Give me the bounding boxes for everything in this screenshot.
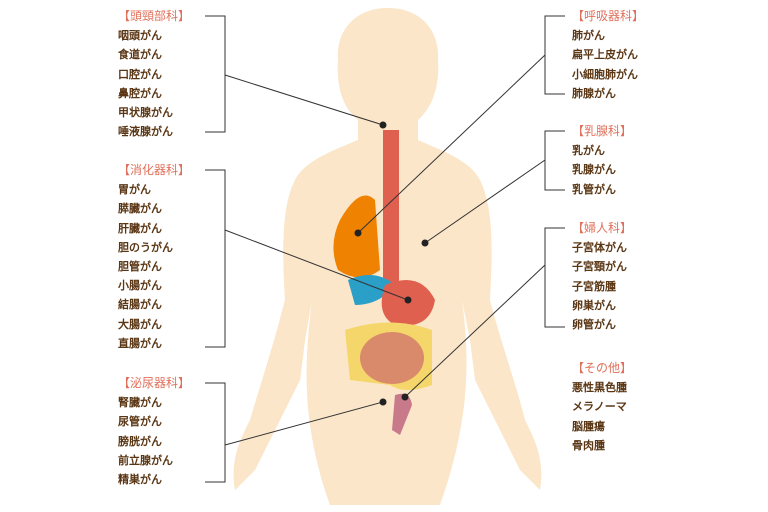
cancer-type: 膀胱がん xyxy=(118,434,162,448)
cancer-type: 小細胞肺がん xyxy=(572,67,638,81)
department-heading: 【頭頸部科】 xyxy=(118,9,191,23)
cancer-type: 卵巣がん xyxy=(572,298,616,312)
department-heading: 【消化器科】 xyxy=(118,163,191,177)
cancer-type: 悪性黒色腫 xyxy=(572,381,627,395)
department-heading: 【その他】 xyxy=(572,361,633,375)
cancer-type: 尿管がん xyxy=(118,415,162,429)
cancer-type: 食道がん xyxy=(118,48,162,62)
esophagus xyxy=(383,130,399,290)
department-group: 【婦人科】子宮体がん子宮頸がん子宮筋腫卵巣がん卵管がん xyxy=(572,219,632,334)
cancer-type: 結腸がん xyxy=(118,298,162,312)
cancer-type: 骨肉腫 xyxy=(572,438,605,452)
cancer-type: 前立腺がん xyxy=(118,453,173,467)
department-group: 【その他】悪性黒色腫メラノーマ脳腫瘍骨肉腫 xyxy=(572,359,632,455)
department-group: 【消化器科】胃がん膵臓がん肝臓がん胆のうがん胆管がん小腸がん結腸がん大腸がん直腸… xyxy=(118,161,190,353)
cancer-type: 鼻腔がん xyxy=(118,86,162,100)
cancer-type: 肺腺がん xyxy=(572,86,616,100)
cancer-type: 唾液腺がん xyxy=(118,125,173,139)
department-group: 【乳腺科】乳がん乳腺がん乳管がん xyxy=(572,122,632,199)
cancer-type: 扁平上皮がん xyxy=(572,48,638,62)
department-group: 【呼吸器科】肺がん扁平上皮がん小細胞肺がん肺腺がん xyxy=(572,7,644,103)
marker-dots xyxy=(354,121,429,406)
cancer-type: 乳管がん xyxy=(572,182,616,196)
department-heading: 【婦人科】 xyxy=(572,221,633,235)
department-group: 【頭頸部科】咽頭がん食道がん口腔がん鼻腔がん甲状腺がん唾液腺がん xyxy=(118,7,190,141)
cancer-type: 直腸がん xyxy=(118,336,162,350)
department-heading: 【乳腺科】 xyxy=(572,124,633,138)
cancer-type: 甲状腺がん xyxy=(118,106,173,120)
cancer-type: 小腸がん xyxy=(118,279,162,293)
cancer-type: 腎臓がん xyxy=(118,396,162,410)
cancer-type: 精巣がん xyxy=(118,473,162,487)
cancer-type: 咽頭がん xyxy=(118,29,162,43)
cancer-type: 脳腫瘍 xyxy=(572,419,605,433)
cancer-type: 肺がん xyxy=(572,29,605,43)
department-heading: 【呼吸器科】 xyxy=(572,9,645,23)
cancer-type: 乳がん xyxy=(572,144,605,158)
cancer-type: 子宮筋腫 xyxy=(572,279,616,293)
department-group: 【泌尿器科】腎臓がん尿管がん膀胱がん前立腺がん精巣がん xyxy=(118,374,190,489)
cancer-type: 乳腺がん xyxy=(572,163,616,177)
uterus xyxy=(392,393,412,435)
cancer-type: 大腸がん xyxy=(118,317,162,331)
liver xyxy=(348,275,395,305)
cancer-type: 胆管がん xyxy=(118,260,162,274)
cancer-type: 口腔がん xyxy=(118,67,162,81)
cancer-type: 胆のうがん xyxy=(118,240,173,254)
cancer-type: 肝臓がん xyxy=(118,221,162,235)
cancer-type: 膵臓がん xyxy=(118,202,162,216)
organs xyxy=(333,130,435,435)
cancer-type: 子宮頸がん xyxy=(572,260,627,274)
cancer-type: 卵管がん xyxy=(572,318,616,332)
cancer-type: 胃がん xyxy=(118,183,151,197)
lung xyxy=(333,195,380,278)
brackets xyxy=(205,15,565,483)
cancer-type: 子宮体がん xyxy=(572,241,627,255)
cancer-type: メラノーマ xyxy=(572,400,627,414)
department-heading: 【泌尿器科】 xyxy=(118,376,191,390)
small-intestine xyxy=(360,332,424,384)
